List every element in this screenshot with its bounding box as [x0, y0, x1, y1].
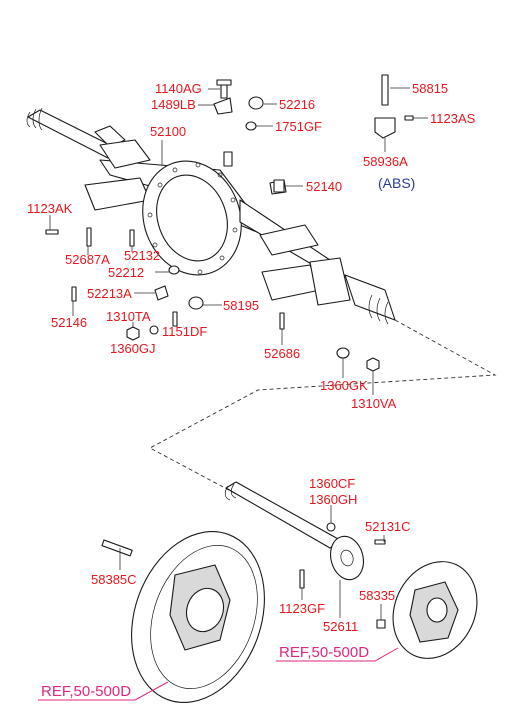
label-52686: 52686 [264, 346, 300, 361]
gasket-1751gf [245, 121, 257, 131]
ref-right-underline [276, 647, 399, 662]
bolt-1123gf [299, 569, 305, 589]
label-ref-left: REF,50-500D [41, 683, 131, 700]
label-1489lb: 1489LB [151, 97, 196, 112]
assembly-dashed-line [149, 319, 497, 521]
label-1140ag: 1140AG [155, 81, 202, 96]
right-tube-threads [368, 294, 389, 325]
ring-1360cf [326, 522, 336, 532]
washer-1360gj [149, 325, 159, 335]
washer-1360gk [336, 347, 350, 359]
bolt-head-1140ag [216, 79, 232, 86]
shaft-flange [329, 535, 365, 581]
screw-1123as [404, 115, 414, 121]
label-1360gk: 1360GK [320, 378, 368, 393]
housing-boss [223, 151, 233, 167]
plug-58335 [376, 619, 386, 629]
ref-left-underline [38, 681, 169, 701]
sensor-58815 [381, 74, 389, 106]
label-58195: 58195 [223, 298, 259, 313]
label-58936a: 58936A [363, 154, 408, 169]
label-1123gf: 1123GF [279, 601, 325, 616]
label-58335: 58335 [359, 588, 395, 603]
pin-52146 [71, 286, 77, 302]
label-1151df: 1151DF [162, 324, 207, 339]
leader-lines [49, 87, 428, 620]
stud-52687a [86, 227, 92, 247]
label-52131c: 52131C [365, 519, 411, 534]
label-1360cf: 1360CF [309, 476, 355, 491]
plug-52213a [154, 285, 169, 301]
bolt-52131c [374, 539, 386, 545]
stud-52132 [129, 229, 135, 247]
plug-52140 [273, 179, 285, 193]
bolt-1151df [172, 311, 178, 327]
right-flange [309, 257, 351, 306]
right-spring-seat [259, 224, 319, 256]
banjo-opening [156, 174, 228, 262]
label-52687a: 52687A [65, 252, 110, 267]
clip-1489lb [213, 97, 233, 115]
bolt-1123ak [45, 229, 59, 235]
left-lower-seat [84, 177, 151, 211]
label-1751gf: 1751GF [275, 119, 322, 134]
left-spring-seat [99, 139, 151, 169]
label-52216: 52216 [279, 97, 315, 112]
part-labels: 1140AG 1489LB 52216 1751GF 52100 52140 5… [27, 81, 476, 700]
label-1310ta: 1310TA [106, 309, 151, 324]
label-52140: 52140 [306, 179, 342, 194]
bolt-52686 [279, 312, 285, 330]
label-1360gj: 1360GJ [110, 341, 156, 356]
shaft-splines [224, 483, 237, 501]
left-brake-backing-plate [101, 530, 265, 704]
nut-1310va [366, 357, 380, 372]
seal-58195 [188, 296, 204, 310]
label-abs-note: (ABS) [378, 175, 415, 191]
label-52212: 52212 [108, 265, 144, 280]
backing-plate-inner [150, 545, 258, 689]
label-58815: 58815 [412, 81, 448, 96]
cap-52216 [248, 96, 264, 110]
axle-housing-52100 [26, 107, 396, 325]
hub-hole [185, 587, 225, 633]
bracket-58936a [374, 117, 396, 139]
label-58385c: 58385C [91, 572, 137, 587]
left-tube-threads [26, 107, 43, 131]
label-52611: 52611 [323, 619, 358, 634]
small-parts-upper [213, 74, 414, 193]
label-52132: 52132 [124, 248, 160, 263]
label-1123ak: 1123AK [27, 201, 73, 216]
nut-1310ta [126, 326, 140, 341]
label-52100: 52100 [150, 124, 186, 139]
label-1310va: 1310VA [351, 396, 397, 411]
right-hub-hole [426, 597, 448, 623]
axle-shaft-52611 [224, 481, 386, 629]
label-1123as: 1123AS [430, 111, 476, 126]
label-52146: 52146 [51, 315, 87, 330]
label-ref-right: REF,50-500D [279, 644, 369, 661]
label-52213a: 52213A [87, 286, 132, 301]
right-brake-backing-plate [392, 561, 478, 659]
bolt-58385c [101, 539, 133, 557]
left-flange [94, 125, 126, 148]
flange-hub [340, 549, 354, 567]
label-1360gh: 1360GH [309, 492, 357, 507]
small-parts-left [45, 227, 380, 372]
washer-52212 [168, 265, 180, 275]
